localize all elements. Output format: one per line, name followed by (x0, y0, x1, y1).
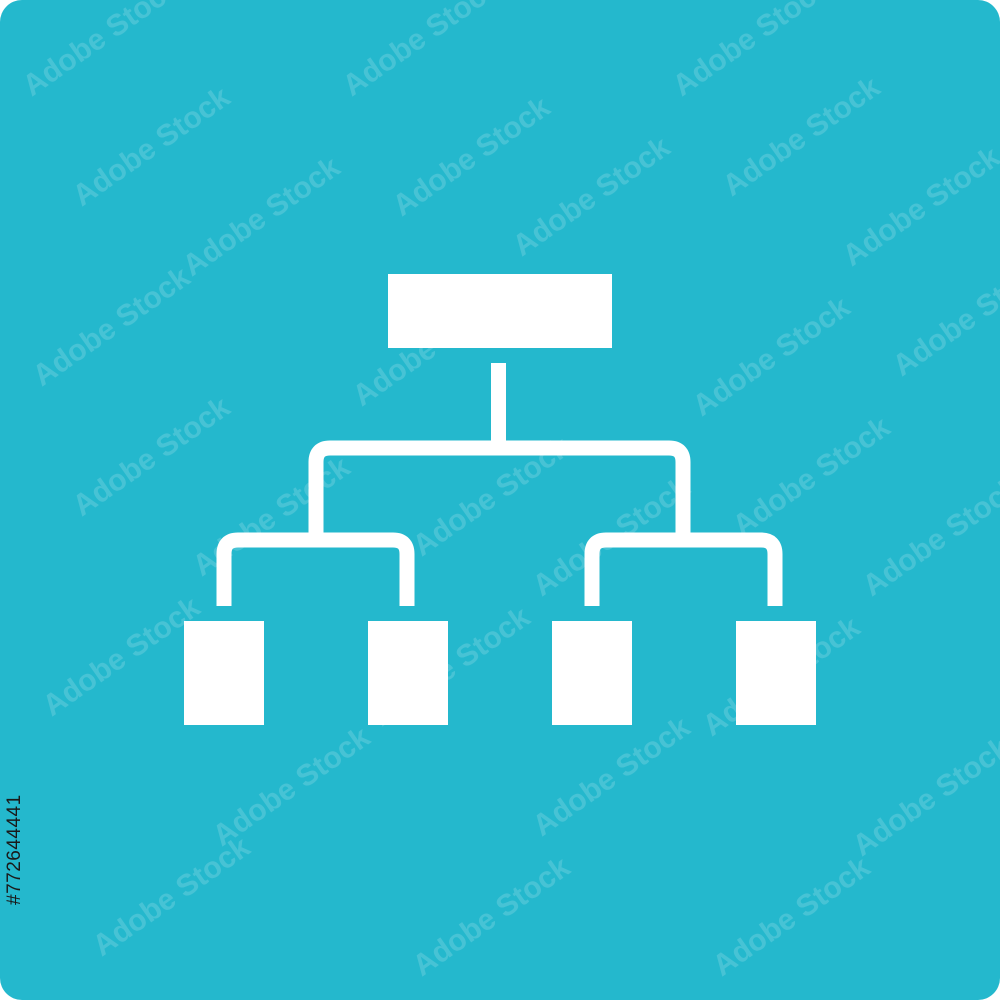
root-stem-line (491, 363, 506, 448)
leaf-node-box-1 (184, 621, 264, 725)
leaf-node-box-3 (552, 621, 632, 725)
left-branch-connector (216, 532, 415, 606)
root-node-box (388, 274, 612, 348)
stock-id-label: #772644441 (4, 794, 25, 905)
level-one-connector (308, 440, 691, 534)
leaf-node-box-2 (368, 621, 448, 725)
leaf-node-box-4 (736, 621, 816, 725)
right-branch-connector (584, 532, 783, 606)
